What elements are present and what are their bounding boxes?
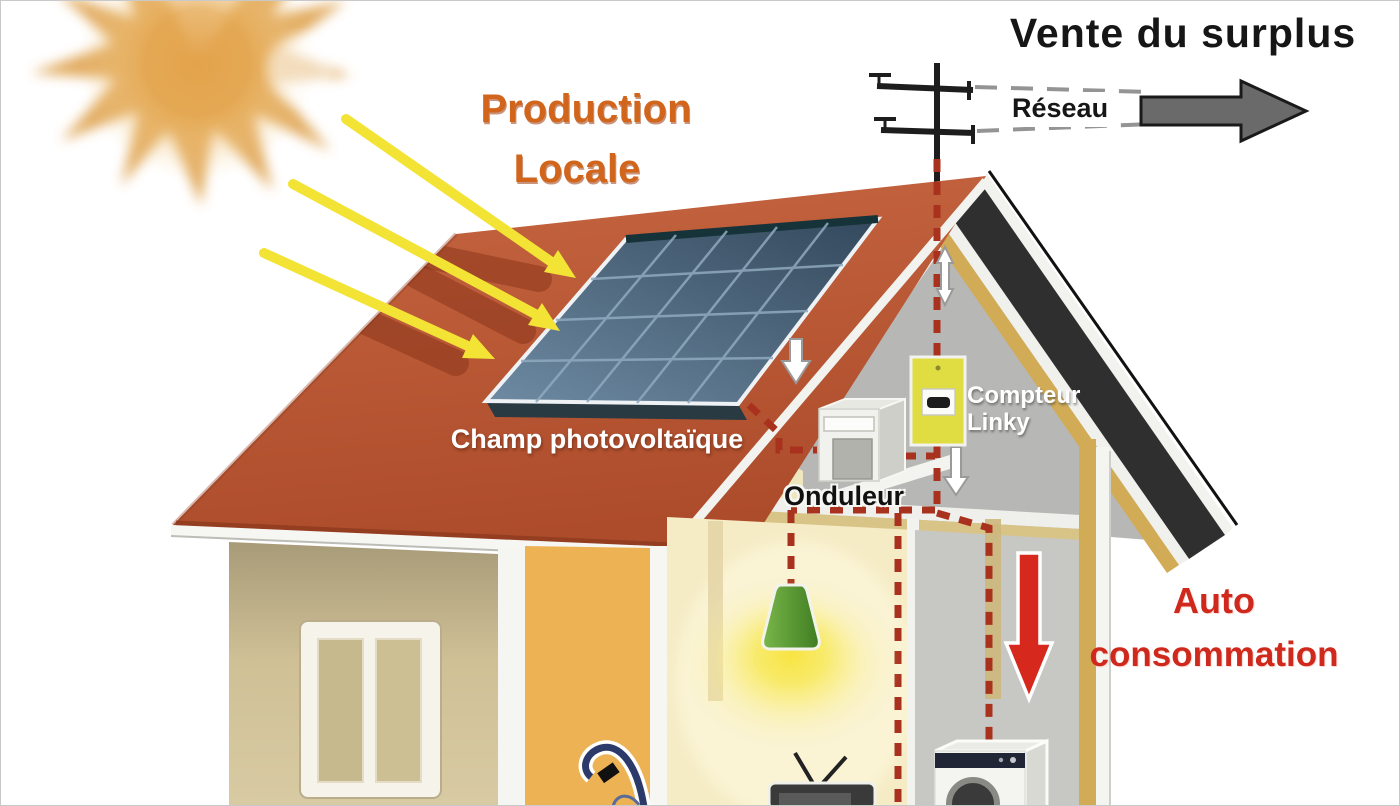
window-pane-left [317,638,364,783]
washer-control-band [935,753,1025,768]
surplus-sale-label: Vente du surplus [1009,10,1357,56]
inverter-box-icon [818,397,906,483]
grid-label: Réseau [1002,92,1119,127]
window-pane-right [375,638,422,783]
local-production-label-line2: Locale [513,147,641,191]
sun-ray-2 [288,179,542,320]
roof-eaves-shade [175,520,744,551]
washing-machine-icon [934,738,1049,805]
sun-icon [31,1,351,206]
linky-display-bar [927,397,950,408]
pole-arm-upper [876,83,974,93]
back-roof-fascia-outer [979,174,1233,535]
pole-mast [934,63,940,183]
lamp-shade [761,583,821,651]
inverter-side [878,397,906,483]
sun-core [79,1,315,181]
back-roof-edge-line [987,170,1239,526]
back-roof-rafter [921,211,1179,573]
sun-ray-1 [341,114,558,268]
self-arrow-shape [1003,551,1055,704]
self-consumption-arrow [1003,551,1055,704]
grid-wires [974,85,1152,133]
sun-ray-head-2 [528,303,560,331]
sun-rays-icon [259,114,576,359]
washer-top [934,739,1048,753]
linky-meter-icon [909,355,967,447]
back-roof-fascia-inner [933,205,1189,565]
washer-door [946,777,1000,805]
linky-meter-label-line1: Compteur [967,382,1081,409]
corner-beam-gold [1079,439,1096,805]
panel-top-frame [625,215,879,243]
orange-interior-wall [525,546,650,805]
meter-down-arrow-icon [942,446,970,497]
local-production-label-line1: Production [480,87,692,131]
corner-edge-white [1096,447,1110,805]
tv-antenna-right [819,755,848,787]
corner-post-1 [498,549,525,805]
sun-ray-head-3 [462,334,495,359]
sun-ray-3 [259,248,475,352]
vacuum-grip [597,762,620,784]
washer-knob-1 [1010,757,1016,763]
wall-stud-right [985,519,1001,699]
wire-panel-to-inverter [746,402,817,454]
tv-screen [779,793,851,805]
inverter-display [823,416,875,432]
linky-meter-label-line2: Linky [967,409,1030,436]
washer-knob-2 [998,757,1004,763]
sun-ray-head-1 [544,250,576,278]
grid-wire-upper [974,85,1152,94]
sun-highlight [267,35,335,103]
linky-dot [935,365,941,371]
pv-field-label: Champ photovoltaïque [450,424,744,454]
panel-frame-bottom [486,401,747,420]
back-roof-black [943,181,1225,559]
utility-pole-icon [869,63,976,183]
flow-arrows [780,244,970,497]
vacuum-cleaner-icon [578,740,651,805]
grid-wire-lower [976,122,1152,133]
pendant-lamp-icon [679,575,903,751]
self-consumption-label-line2: consommation [1089,635,1339,674]
ray-shadow-2 [404,263,536,344]
gable-two-way-arrow-icon [935,244,955,308]
back-roof-slope [921,170,1239,573]
pole-arm-lower [880,127,976,136]
corner-post-2 [650,546,667,805]
inverter-label: Onduleur [784,481,904,511]
solar-panel-icon [481,215,883,420]
roof-down-arrow-icon [780,338,812,385]
wire-washer-drop [936,509,993,745]
roof-upper-edge-shade [171,232,458,527]
self-consumption-label-line1: Auto [1173,580,1255,621]
grid-export-arrow [1139,78,1310,144]
roof-rake-edge [664,178,990,557]
vacuum-cord [612,794,641,805]
lamp-glow [713,592,869,720]
panel-grid-lines [520,222,844,404]
tv-antenna-left [793,751,816,787]
tv-icon [767,751,877,805]
house-window [299,620,442,799]
inverter-panel [832,438,873,480]
vacuum-handle [582,743,648,805]
